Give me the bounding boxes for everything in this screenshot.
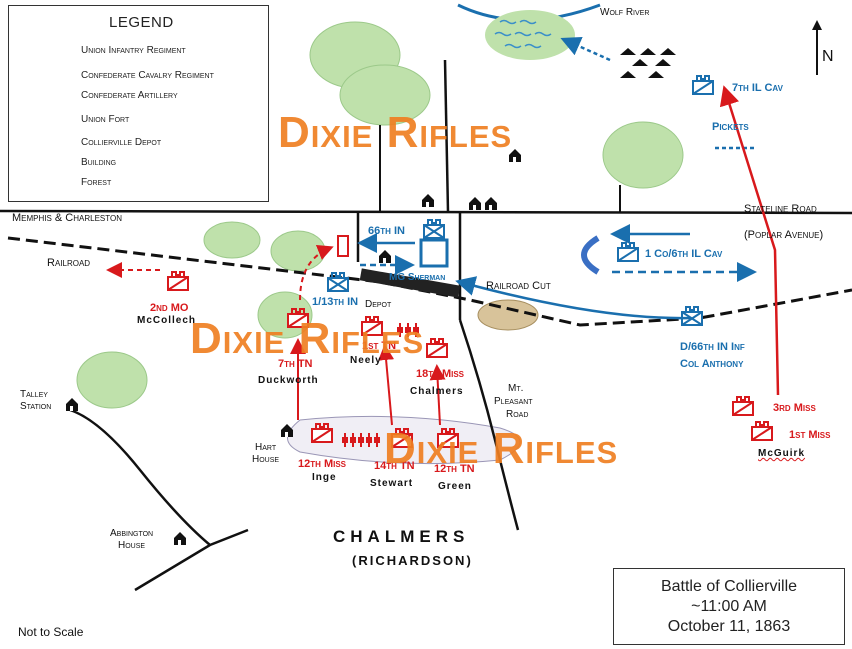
sherman-label: MG Sherman — [389, 272, 446, 283]
confed-14tn-label: 14th TN — [374, 460, 415, 472]
confed-mccolloch-label: McCollech — [137, 315, 197, 326]
not-to-scale-label: Not to Scale — [18, 625, 84, 639]
legend-label-confederate-artillery: Confederate Artillery — [81, 90, 178, 101]
north-arrow — [812, 20, 822, 75]
confed-movements — [106, 85, 780, 426]
railroad-cut — [477, 299, 539, 331]
talley-label-2: Station — [20, 401, 52, 412]
legend-label-forest: Forest — [81, 177, 112, 188]
legend-title: LEGEND — [109, 14, 174, 31]
confed-green-label: Green — [438, 481, 472, 492]
forest-north — [309, 21, 431, 212]
mt-pleasant-label-2: Pleasant — [494, 396, 533, 407]
hart-house-label-2: House — [252, 454, 280, 465]
confed-18miss-icon — [426, 338, 448, 358]
confed-12miss-icon — [311, 423, 333, 443]
poplar-avenue-label: (Poplar Avenue) — [744, 229, 824, 241]
stateline-road-label: Stateline Road — [744, 203, 817, 215]
confed-7tn-label: 7th TN — [278, 358, 313, 370]
confed-duckworth-label: Duckworth — [258, 375, 319, 386]
confed-neely-unit-label: 1st TN — [362, 340, 397, 352]
union-fort — [419, 238, 449, 268]
legend-label-union-fort: Union Fort — [81, 114, 130, 125]
confed-neely-label: Neely — [350, 355, 382, 366]
chalmers-sub-label: (RICHARDSON) — [352, 553, 473, 568]
union-7il-cav-label: 7th IL Cav — [732, 82, 783, 94]
buildings — [66, 48, 676, 545]
pickets-label: Pickets — [712, 121, 749, 133]
watermark-bottom: Dixie Rifles — [384, 424, 619, 473]
union-7il-cav-icon — [692, 75, 714, 95]
watermark-middle: Dixie Rifles — [190, 314, 425, 363]
railroad-label: Railroad — [47, 257, 91, 269]
union-6il-cav-label: 1 Co/6th IL Cav — [645, 248, 723, 260]
confed-mcguirk-label: McGuirk — [758, 448, 806, 459]
legend-label-confederate-cavalry: Confederate Cavalry Regiment — [81, 70, 214, 81]
legend-label-union-infantry: Union Infantry Regiment — [81, 45, 186, 56]
legend-label-depot: Collierville Depot — [81, 137, 162, 148]
confed-advance-unit — [337, 235, 349, 257]
watermark-top: Dixie Rifles — [278, 108, 513, 157]
title-box: Battle of Collierville ~11:00 AM October… — [613, 568, 845, 645]
union-66in-label: 66th IN — [368, 225, 405, 237]
mt-pleasant-label-3: Road — [506, 409, 529, 420]
north-label: N — [822, 48, 834, 65]
confed-18miss-label: 18th Miss — [416, 368, 465, 380]
confed-3miss-icon — [732, 396, 754, 416]
railroad-cut-label: Railroad Cut — [486, 280, 551, 292]
railroad — [7, 236, 852, 327]
confed-chalmers-label: Chalmers — [410, 386, 464, 397]
battle-date: October 11, 1863 — [667, 618, 791, 635]
union-movements — [357, 36, 757, 320]
union-d66-label: D/66th IN Inf — [680, 341, 745, 353]
sherman-train — [359, 268, 461, 298]
union-66in-icon — [423, 219, 445, 239]
abbington-label-2: House — [118, 540, 146, 551]
confed-inge-label: Inge — [312, 472, 337, 483]
union-6il-cav-icon — [617, 242, 639, 262]
union-anthony-label: Col Anthony — [680, 358, 744, 370]
hart-house-label-1: Hart — [255, 442, 277, 453]
union-1-13in-label: 1/13th IN — [312, 296, 359, 308]
legend-label-building: Building — [81, 157, 117, 168]
depot-label: Depot — [365, 299, 392, 310]
wolf-river-label: Wolf River — [600, 7, 650, 18]
union-1-13in-icon — [327, 272, 349, 292]
confed-stewart-label: Stewart — [370, 478, 414, 489]
confed-1miss-label: 1st Miss — [789, 429, 831, 441]
union-d66-icon — [681, 306, 703, 326]
union-swing-arrow — [581, 235, 600, 275]
confed-12miss-label: 12th Miss — [298, 458, 347, 470]
forest-east — [602, 121, 684, 212]
battle-time: ~11:00 AM — [691, 598, 767, 615]
memphis-charleston-label: Memphis & Charleston — [12, 212, 122, 224]
talley-label-1: Talley — [20, 389, 48, 400]
confed-2mo-label: 2nd MO — [150, 302, 189, 314]
confed-1miss-icon — [751, 421, 773, 441]
chalmers-town-label: CHALMERS — [333, 527, 470, 546]
confed-2mo-icon — [167, 271, 189, 291]
mt-pleasant-label-1: Mt. — [508, 383, 524, 394]
legend: LEGEND Union Infantry Regiment Confedera… — [8, 5, 269, 202]
battle-title: Battle of Collierville — [660, 578, 798, 595]
forest-west — [76, 221, 326, 409]
confed-3miss-label: 3rd Miss — [773, 402, 816, 414]
abbington-label-1: Abbington — [110, 528, 154, 539]
confed-12tn-label: 12th TN — [434, 463, 475, 475]
swamp-waves — [494, 19, 552, 49]
